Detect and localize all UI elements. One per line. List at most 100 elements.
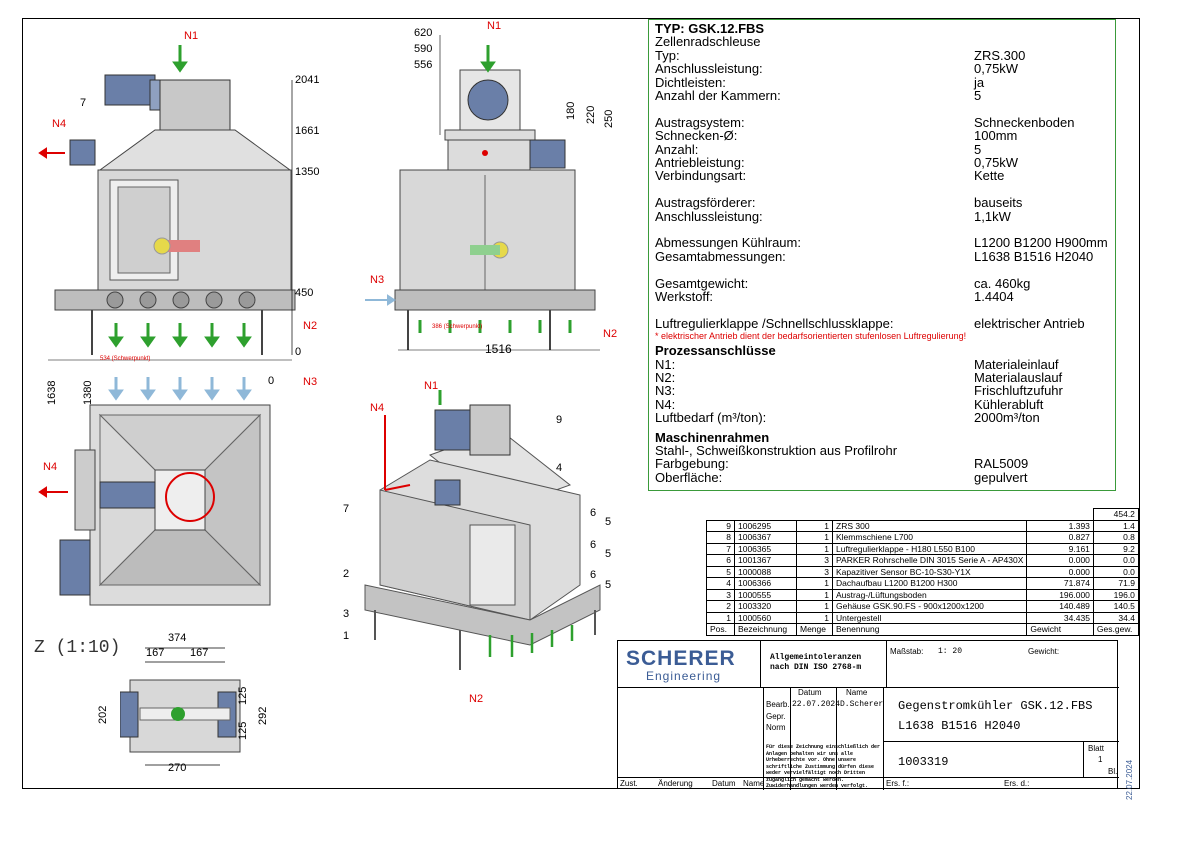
spec-row-key: Austragsförderer: xyxy=(655,195,756,211)
dim-556: 556 xyxy=(414,59,433,71)
bom-cell: 71.874 xyxy=(1026,577,1094,590)
bom-cell: 1006366 xyxy=(734,577,797,590)
detail-z-drawing xyxy=(120,647,241,766)
bom-cell: 9 xyxy=(706,519,735,532)
label-pos6a-iso: 6 xyxy=(590,507,597,519)
label-n3-front: N3 xyxy=(303,376,318,388)
datum-header: Datum xyxy=(798,688,822,697)
name-label: Name xyxy=(743,779,765,788)
dim-180: 180 xyxy=(565,101,577,120)
spec-row-value: 5 xyxy=(974,88,982,103)
logo-top: SCHERER xyxy=(626,647,736,670)
bom-cell: 1 xyxy=(796,577,833,590)
bom-header-cell: Gewicht xyxy=(1026,623,1094,636)
dim-0-a: 0 xyxy=(295,346,302,358)
label-n1-iso: N1 xyxy=(424,380,439,392)
label-n3-side: N3 xyxy=(370,274,385,286)
spec-row-key: Austragsystem: xyxy=(655,114,745,130)
drawing-sheet-border xyxy=(22,18,1140,789)
label-n1-side: N1 xyxy=(487,20,502,32)
spec-note: * elektrischer Antrieb dient der bedarfs… xyxy=(655,331,967,342)
detail-z-title: Z (1:10) xyxy=(34,638,121,658)
company-logo: SCHERER Engineering xyxy=(618,641,761,688)
label-n4-front: N4 xyxy=(52,118,67,130)
bom-cell: 0.0 xyxy=(1092,565,1139,578)
bom-total: 454.2 xyxy=(1092,508,1139,521)
frame-key: Oberfläche: xyxy=(655,469,723,485)
label-pos4-iso: 4 xyxy=(556,462,563,474)
bom-cell: 1.4 xyxy=(1092,519,1139,532)
dim-202: 202 xyxy=(97,705,109,724)
bom-cell: 1 xyxy=(796,542,833,555)
bom-cell: 4 xyxy=(706,577,735,590)
spec-row-value: 1,1kW xyxy=(974,208,1011,224)
label-n1-front: N1 xyxy=(184,30,199,42)
bom-cell: 1 xyxy=(796,611,833,624)
dim-270: 270 xyxy=(168,762,187,774)
bom-cell: 1000560 xyxy=(734,611,797,624)
bom-cell: 0.000 xyxy=(1026,554,1094,567)
spec-row-key: Zellenradschleuse xyxy=(655,34,761,50)
spec-row-value: ZRS.300 xyxy=(974,47,1026,63)
drawing-title-2: L1638 B1516 H2040 xyxy=(898,719,1021,733)
label-pos5a-iso: 5 xyxy=(605,516,612,528)
gepr-label: Gepr. xyxy=(766,712,786,721)
bom-cell: 3 xyxy=(796,554,833,567)
bom-cell: 196.000 xyxy=(1026,588,1094,601)
label-n2-iso: N2 xyxy=(469,693,484,705)
ers-d-label: Ers. d.: xyxy=(1004,779,1030,788)
tolerance-note: Allgemeintoleranzen nach DIN ISO 2768-m xyxy=(770,653,862,672)
spec-row-key: Werkstoff: xyxy=(655,289,714,304)
bom-cell: 2 xyxy=(706,600,735,613)
front-view-drawing xyxy=(38,45,296,401)
spec-row-value: 1.4404 xyxy=(974,289,1014,304)
spec-row-key: Schnecken-Ø: xyxy=(655,128,738,144)
label-pos3-iso: 3 xyxy=(343,608,350,620)
drawing-number: 1003319 xyxy=(898,755,949,769)
dim-250: 250 xyxy=(603,109,615,128)
label-schwerpunkt-side: 386 (Schwerpunkt) xyxy=(432,324,483,330)
datum-label: Datum xyxy=(712,779,736,788)
bearb-name: D.Scherer xyxy=(840,700,884,709)
gewicht-label: Gewicht: xyxy=(1028,647,1060,656)
bl-label: Bl. xyxy=(1108,767,1118,776)
spec-row-key: Gesamtabmessungen: xyxy=(655,248,786,264)
process-value: Materialauslauf xyxy=(974,370,1063,385)
process-key: N3: xyxy=(655,383,676,399)
label-n2-front: N2 xyxy=(303,320,318,332)
bom-cell: 140.489 xyxy=(1026,600,1094,613)
bom-cell: 1006367 xyxy=(734,531,797,544)
bom-cell: 1000555 xyxy=(734,588,797,601)
frame-value: gepulvert xyxy=(974,469,1028,485)
iso-view-drawing xyxy=(364,390,601,670)
process-value: 2000m³/ton xyxy=(974,410,1040,426)
spec-row-key: Typ: xyxy=(655,47,680,63)
bom-cell: 71.9 xyxy=(1092,577,1139,590)
side-date: 22.07.2024 xyxy=(1125,759,1134,800)
dim-2041: 2041 xyxy=(295,74,320,86)
dim-125-a: 125 xyxy=(237,686,249,705)
dim-1661: 1661 xyxy=(295,125,320,137)
process-key: Luftbedarf (m³/ton): xyxy=(655,410,767,426)
bom-cell: 1 xyxy=(796,600,833,613)
label-pos5c-iso: 5 xyxy=(605,579,612,591)
aenderung-label: Änderung xyxy=(658,779,693,788)
bom-cell: 34.435 xyxy=(1026,611,1094,624)
massstab-label: Maßstab: xyxy=(890,647,924,656)
bom-cell: 34.4 xyxy=(1092,611,1139,624)
bom-cell: 8 xyxy=(706,531,735,544)
spec-row-key: Anschlussleistung: xyxy=(655,61,763,77)
bom-cell: 1006365 xyxy=(734,542,797,555)
bom-header-cell: Menge xyxy=(796,623,833,636)
dim-292: 292 xyxy=(257,706,269,725)
bearb-label: Bearb. xyxy=(766,700,790,709)
bom-header-cell: Benennung xyxy=(831,623,1028,636)
ers-f-label: Ers. f.: xyxy=(886,779,910,788)
bom-cell: 1003320 xyxy=(734,600,797,613)
frame-value: RAL5009 xyxy=(974,456,1029,472)
dim-0-b: 0 xyxy=(268,375,275,387)
bom-header-cell: Pos. xyxy=(706,623,735,636)
bom-cell: 140.5 xyxy=(1092,600,1139,613)
